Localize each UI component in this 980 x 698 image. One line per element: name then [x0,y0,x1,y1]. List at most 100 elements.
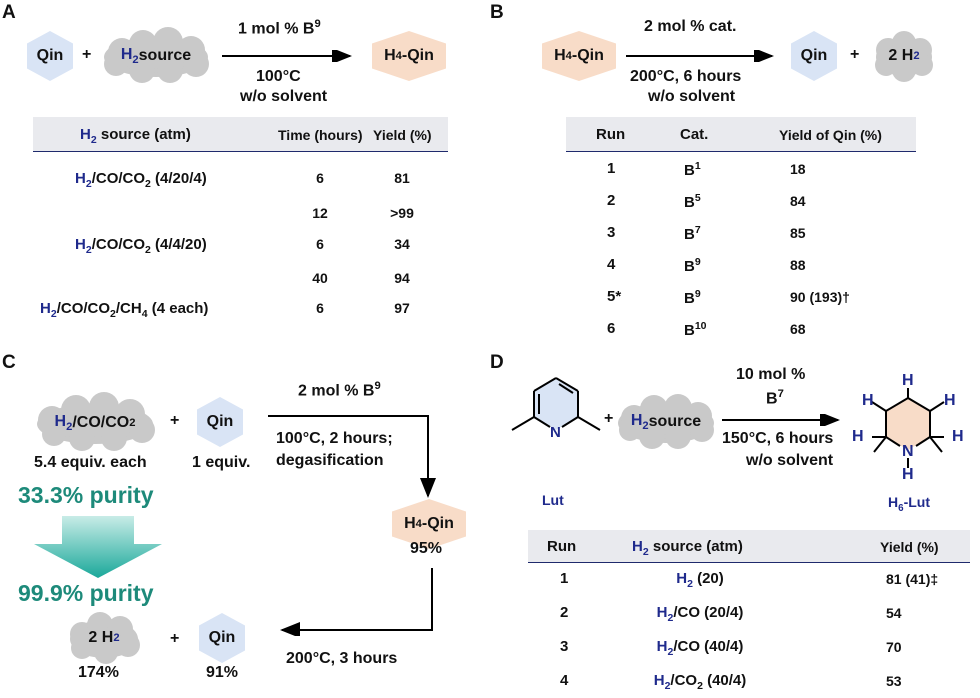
table-d-source: H2/CO2 (40/4) [653,672,747,692]
table-b-run: 4 [607,256,616,273]
plus-sign-b: + [850,46,860,63]
purity-before: 33.3% purity [18,482,154,508]
qin-hexagon-c: Qin [196,396,244,448]
h-atom-lower-right: H [952,428,964,445]
table-b-cat: B9 [684,256,701,275]
table-a-time: 6 [316,300,324,316]
table-d-run: 1 [560,570,569,587]
intermediate-yield: 95% [410,540,443,557]
conditions-solvent-d: w/o solvent [746,452,834,469]
h2-yield: 174% [78,664,119,681]
reaction-arrow-a [222,50,352,62]
table-b-run: 6 [607,320,616,337]
table-a-header-time: Time (hours) [278,127,363,143]
conditions-catalyst-b: 2 mol % cat. [644,18,737,35]
conditions-catalyst: 1 mol % B9 [238,18,321,38]
reaction-arrow-d [722,414,840,426]
lut-label: Lut [542,492,564,508]
table-b-yield: 84 [790,193,806,209]
table-d-header-yield: Yield (%) [880,539,939,555]
table-b-yield: 90 (193)† [790,289,850,305]
qin-yield: 91% [206,664,239,681]
table-a-time: 6 [316,170,324,186]
table-b-yield: 85 [790,225,806,241]
table-a-header-yield: Yield (%) [373,127,432,143]
table-d-header-run: Run [547,538,577,555]
table-d-run: 3 [560,638,569,655]
table-d-header [528,530,970,563]
step1-arrow [268,415,436,498]
step1-temperature: 100°C, 2 hours; [276,430,393,447]
table-b-cat: B10 [684,320,707,339]
step1-catalyst: 2 mol % B9 [298,380,381,400]
conditions-catalyst-d: B7 [766,388,784,408]
gas-equiv: 5.4 equiv. each [34,454,147,471]
table-b-cat: B7 [684,224,701,243]
table-d-yield: 53 [886,673,902,689]
h-atom-upper-left: H [862,392,874,409]
h-atom-nh: H [902,466,914,483]
qin-hexagon-b: Qin [790,30,838,82]
conditions-loading-d: 10 mol % [736,366,806,383]
plus-sign-c: + [170,412,180,429]
table-d-source: H2/CO (20/4) [656,604,744,624]
purification-arrow [34,516,162,578]
table-a-time: 12 [312,205,328,221]
h2-source-cloud-d: H2 source [612,392,720,452]
plus-sign-d: + [604,410,614,427]
table-a-source: H2/CO/CO2/CH4 (4 each) [40,300,209,320]
table-b-cat: B5 [684,192,701,211]
purity-after: 99.9% purity [18,580,154,606]
table-b-cat: B1 [684,160,701,179]
conditions-solvent-b: w/o solvent [648,88,736,105]
step2-conditions: 200°C, 3 hours [286,650,398,667]
conditions-temp-d: 150°C, 6 hours [722,430,834,447]
reaction-arrow-b [626,50,774,62]
step2-arrow [280,568,433,636]
table-a-time: 40 [312,270,328,286]
table-b-yield: 18 [790,161,806,177]
panel-a-letter: A [2,2,16,23]
qin-hexagon-c2: Qin [198,612,246,664]
h2-source-cloud: H2 source [98,26,214,86]
table-d-yield: 70 [886,639,902,655]
table-d-run: 2 [560,604,569,621]
qin-equiv: 1 equiv. [192,454,251,471]
lutidine-nitrogen: N [550,424,561,441]
table-a-yield: >99 [390,205,414,221]
table-b-yield: 88 [790,257,806,273]
table-b-cat: B9 [684,288,701,307]
table-a-time: 6 [316,236,324,252]
table-b-header-run: Run [596,126,626,143]
plus-sign-c2: + [170,630,180,647]
table-a-source: H2/CO/CO2 (4/20/4) [75,170,207,190]
table-d-run: 4 [560,672,569,689]
table-a-yield: 94 [394,270,410,286]
table-b-run: 3 [607,224,616,241]
piperidine-nitrogen: N [902,443,914,460]
table-b-run: 5* [607,288,622,305]
conditions-temp-b: 200°C, 6 hours [630,68,742,85]
table-b-header [566,117,916,152]
table-a-header-source: H2 source (atm) [80,126,191,146]
plus-sign: + [82,46,92,63]
table-d-source: H2/CO (40/4) [656,638,744,658]
table-a-header [33,117,448,152]
qin-label: Qin [36,47,64,64]
table-b-header-cat: Cat. [680,126,709,143]
table-a-yield: 34 [394,236,410,252]
h6-lut-label: H6-Lut [888,494,931,514]
table-d-yield: 54 [886,605,902,621]
h-atom-top: H [902,372,914,389]
table-a-yield: 81 [394,170,410,186]
table-b-yield: 68 [790,321,806,337]
panel-b-letter: B [490,2,504,23]
panel-c-letter: C [2,352,16,373]
piperidine-ring [871,388,945,468]
lutidine-structure [511,377,601,431]
table-a-yield: 97 [394,300,410,316]
